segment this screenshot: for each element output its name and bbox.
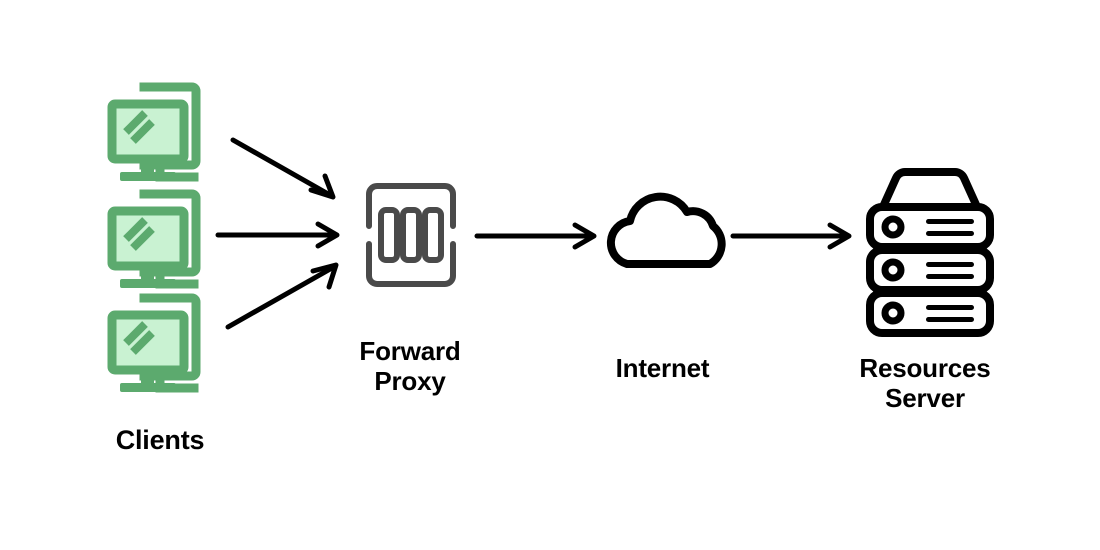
arrow-client-3-to-proxy — [225, 262, 339, 330]
label-resources-server: Resources Server — [859, 353, 991, 414]
cloud-icon — [611, 197, 722, 264]
label-clients: Clients — [115, 425, 205, 455]
proxy-server-icon — [369, 186, 453, 284]
client-icon-1 — [112, 87, 196, 181]
arrow-client-1-to-proxy — [230, 137, 336, 200]
label-internet: Internet — [615, 353, 710, 383]
arrow-client-2-to-proxy — [215, 221, 340, 249]
client-icon-3 — [112, 298, 196, 392]
arrow-internet-to-server — [730, 222, 852, 250]
label-forward-proxy: Forward Proxy — [359, 336, 461, 397]
client-icon-2 — [112, 194, 196, 288]
arrow-proxy-to-internet — [474, 222, 597, 250]
server-stack-icon — [870, 172, 990, 333]
